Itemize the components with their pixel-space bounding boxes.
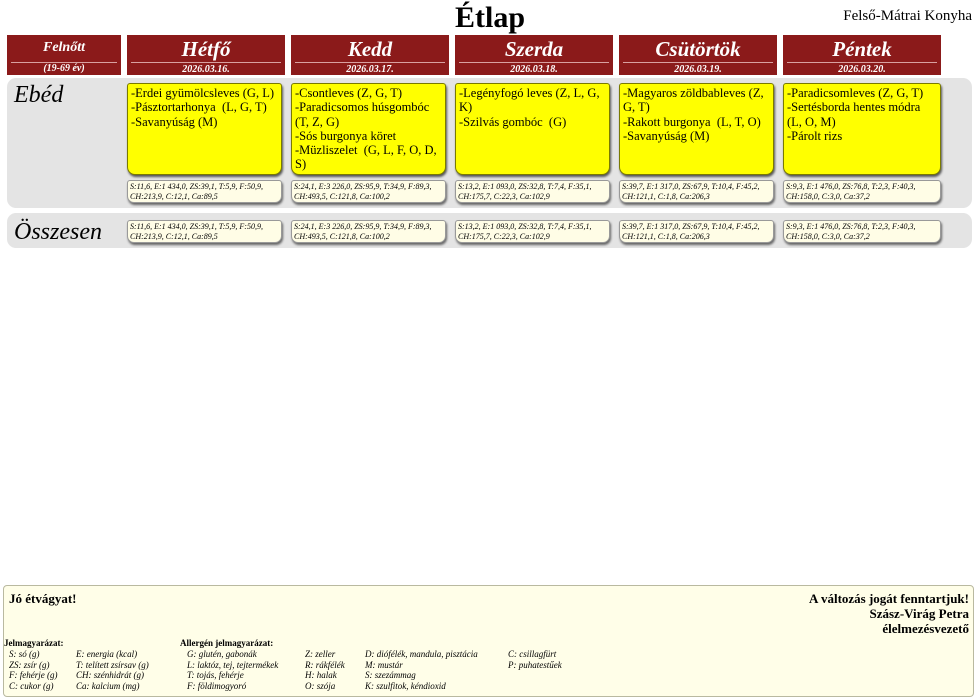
total-wednesday: S:13,2, E:1 093,0, ZS:32,8, T:7,4, F:35,…: [455, 220, 610, 243]
day-name: Hétfő: [181, 37, 231, 61]
total-label: Összesen: [14, 219, 102, 245]
legend-column: S: só (g) ZS: zsír (g) F: fehérje (g) C:…: [9, 649, 57, 691]
menu-item: -Paradicsomleves (Z, G, T): [787, 86, 924, 100]
nutrition-thursday: S:39,7, E:1 317,0, ZS:67,9, T:10,4, F:45…: [619, 180, 774, 203]
footer: Jó étvágyat! A változás jogát fenntartju…: [3, 585, 974, 697]
allergen-item: T: tojás, fehérje: [187, 670, 244, 680]
legend-item: S: só (g): [9, 649, 40, 659]
rights-note: A változás jogát fenntartjuk!: [809, 591, 969, 606]
legend-item: CH: szénhidrát (g): [76, 670, 144, 680]
day-date: 2026.03.20.: [838, 64, 886, 75]
allergen-item: R: rákfélék: [305, 659, 345, 670]
legend-item: Ca: kalcium (mg): [76, 680, 140, 691]
allergen-item: D: diófélék, mandula, pisztácia: [365, 649, 478, 659]
menu-item: -Pásztortarhonya (L, G, T): [131, 100, 267, 115]
menu-item: -Legényfogó leves (Z, L, G, K): [459, 86, 603, 115]
header-divider: [11, 62, 117, 63]
allergen-column: D: diófélék, mandula, pisztácia M: mustá…: [365, 649, 478, 691]
allergen-column: C: csillagfürt P: puhatestűek: [508, 649, 562, 670]
allergen-item: L: laktóz, tej, tejtermékek: [187, 659, 279, 670]
allergen-item: Z: zeller: [305, 649, 336, 659]
legend-item: C: cukor (g): [9, 680, 54, 691]
allergen-item: M: mustár: [365, 659, 403, 670]
page-title: Étlap: [454, 1, 526, 34]
header-divider: [131, 62, 281, 63]
day-name: Kedd: [347, 37, 393, 61]
day-date: 2026.03.19.: [674, 64, 722, 75]
allergen-item: H: halak: [305, 670, 337, 680]
menu-item: -Sertésborda hentes módra (L, O, M): [787, 100, 924, 129]
menu-item: -Paradicsomos húsgombóc (T, Z, G): [295, 100, 433, 129]
legend-item: T: telített zsírsav (g): [76, 659, 149, 670]
menu-cell-tuesday: -Csontleves (Z, G, T) -Paradicsomos húsg…: [291, 83, 446, 175]
menu-item: -Rakott burgonya (L, T, O): [623, 114, 761, 129]
day-header-tuesday: Kedd 2026.03.17.: [291, 35, 449, 75]
menu-item: -Sós burgonya köret: [295, 128, 397, 143]
day-date: 2026.03.18.: [510, 64, 558, 75]
nutrition-wednesday: S:13,2, E:1 093,0, ZS:32,8, T:7,4, F:35,…: [455, 180, 610, 203]
total-monday: S:11,6, E:1 434,0, ZS:39,1, T:5,9, F:50,…: [127, 220, 282, 243]
allergen-item: O: szója: [305, 680, 336, 691]
legend-item: E: energia (kcal): [76, 649, 138, 659]
menu-item: -Párolt rizs: [787, 128, 843, 143]
legend-column: E: energia (kcal) T: telített zsírsav (g…: [76, 649, 149, 691]
allergen-item: G: glutén, gabonák: [187, 649, 257, 659]
allergen-column: G: glutén, gabonák L: laktóz, tej, tejte…: [187, 649, 278, 691]
header-divider: [459, 62, 609, 63]
signer-name: Szász-Virág Petra: [869, 606, 969, 621]
day-date: 2026.03.16.: [182, 64, 230, 75]
allergen-item: S: szezámmag: [365, 670, 416, 680]
group-age: (19-69 év): [43, 63, 85, 74]
day-header-monday: Hétfő 2026.03.16.: [127, 35, 285, 75]
greeting: Jó étvágyat!: [9, 591, 77, 606]
legend-title: Jelmagyarázat:: [4, 638, 64, 648]
allergen-item: C: csillagfürt: [508, 649, 557, 659]
nutrition-tuesday: S:24,1, E:3 226,0, ZS:95,9, T:34,9, F:89…: [291, 180, 446, 203]
kitchen-name: Felső-Mátrai Konyha: [843, 8, 972, 24]
header-divider: [623, 62, 773, 63]
total-thursday: S:39,7, E:1 317,0, ZS:67,9, T:10,4, F:45…: [619, 220, 774, 243]
group-header: Felnőtt (19-69 év): [7, 35, 121, 75]
nutrition-friday: S:9,3, E:1 476,0, ZS:76,8, T:2,3, F:40,3…: [783, 180, 941, 203]
menu-item: -Müzliszelet (G, L, F, O, D, S): [295, 143, 440, 172]
total-friday: S:9,3, E:1 476,0, ZS:76,8, T:2,3, F:40,3…: [783, 220, 941, 243]
header-divider: [787, 62, 937, 63]
day-name: Szerda: [504, 37, 564, 61]
allergen-column: Z: zeller R: rákfélék H: halak O: szója: [305, 649, 345, 691]
nutrition-monday: S:11,6, E:1 434,0, ZS:39,1, T:5,9, F:50,…: [127, 180, 282, 203]
allergen-item: K: szulfitok, kéndioxid: [365, 680, 446, 691]
day-header-wednesday: Szerda 2026.03.18.: [455, 35, 613, 75]
signer-role: élelmezésvezető: [882, 621, 969, 636]
menu-item: -Magyaros zöldbableves (Z, G, T): [623, 86, 767, 115]
allergen-item: F: földimogyoró: [187, 680, 247, 691]
day-name: Csütörtök: [655, 37, 741, 61]
day-header-thursday: Csütörtök 2026.03.19.: [619, 35, 777, 75]
total-tuesday: S:24,1, E:3 226,0, ZS:95,9, T:34,9, F:89…: [291, 220, 446, 243]
allergen-item: P: puhatestűek: [508, 659, 562, 670]
menu-cell-thursday: -Magyaros zöldbableves (Z, G, T) -Rakott…: [619, 83, 774, 175]
menu-item: -Szilvás gombóc (G): [459, 114, 567, 129]
menu-cell-monday: -Erdei gyümölcsleves (G, L) -Pásztortarh…: [127, 83, 282, 175]
header-divider: [295, 62, 445, 63]
group-label: Felnőtt: [42, 40, 85, 55]
day-date: 2026.03.17.: [346, 64, 394, 75]
menu-item: -Savanyúság (M): [623, 128, 710, 143]
day-name: Péntek: [832, 37, 892, 61]
legend-item: F: fehérje (g): [9, 670, 58, 680]
menu-cell-wednesday: -Legényfogó leves (Z, L, G, K) -Szilvás …: [455, 83, 610, 175]
day-header-friday: Péntek 2026.03.20.: [783, 35, 941, 75]
menu-cell-friday: -Paradicsomleves (Z, G, T) -Sertésborda …: [783, 83, 941, 175]
lunch-label: Ebéd: [14, 82, 64, 108]
signature-block: A változás jogát fenntartjuk! Szász-Virá…: [809, 591, 969, 636]
menu-item: -Erdei gyümölcsleves (G, L): [131, 86, 275, 100]
allergen-legend-title: Allergén jelmagyarázat:: [180, 638, 274, 648]
menu-item: -Csontleves (Z, G, T): [295, 86, 403, 100]
legend-item: ZS: zsír (g): [9, 659, 50, 670]
menu-item: -Savanyúság (M): [131, 114, 218, 129]
